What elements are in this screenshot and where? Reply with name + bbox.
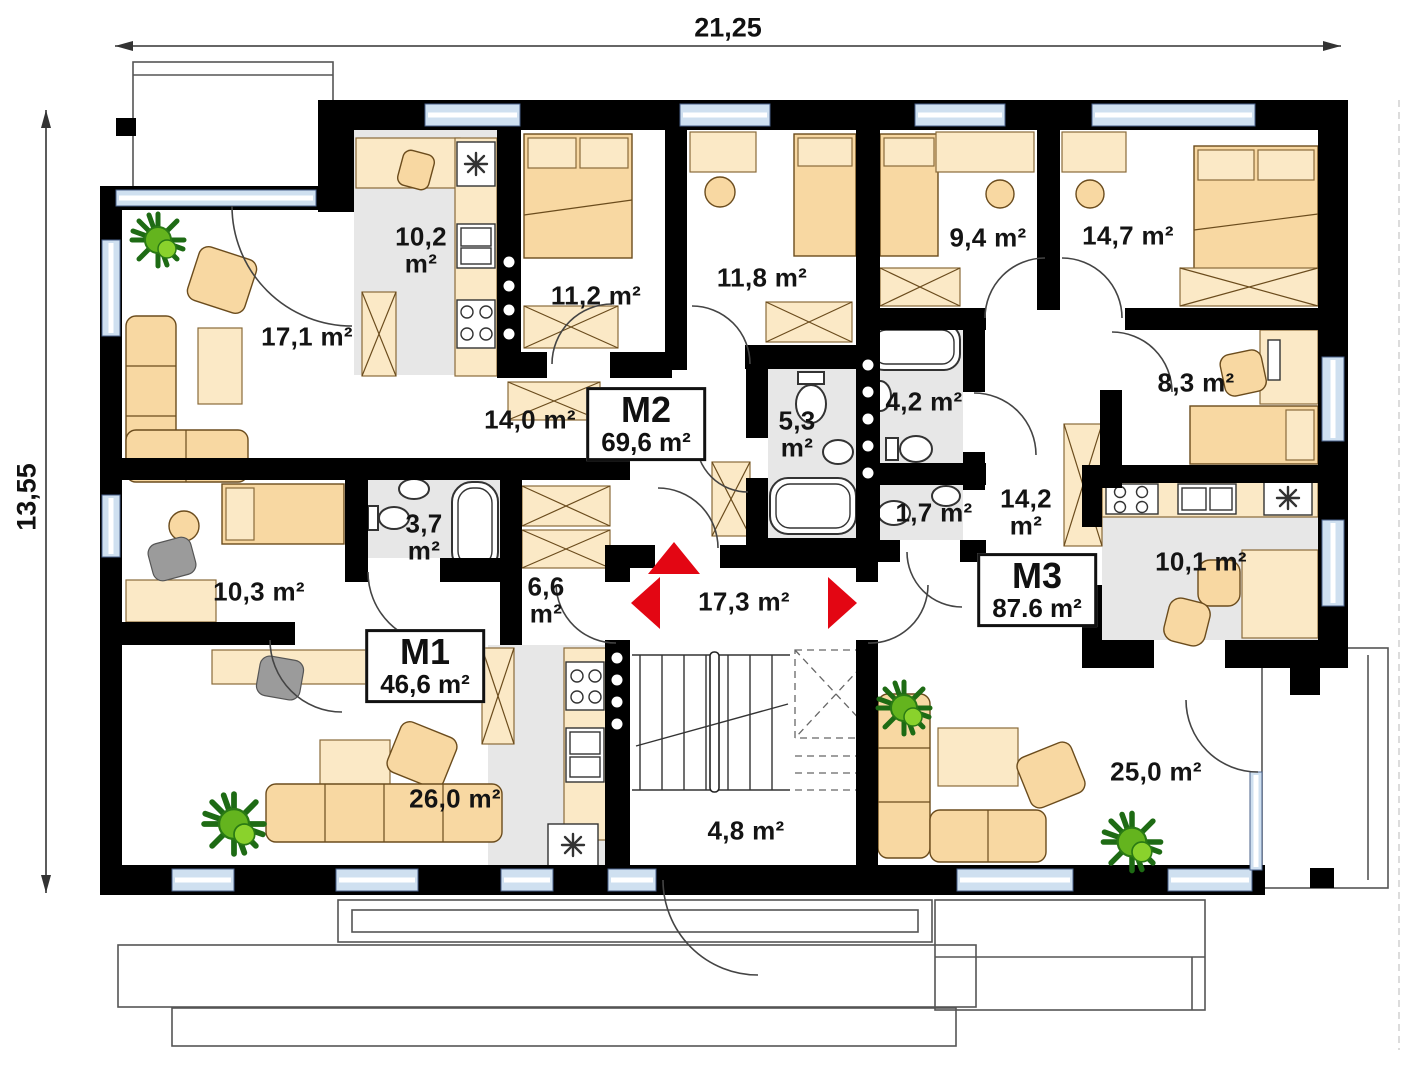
arrow-left-icon <box>631 577 660 629</box>
furniture-living-m1 <box>211 649 503 843</box>
apartment-area-m3: 87.6 m² <box>992 592 1082 623</box>
room-label-vestibule: 4,8 m² <box>707 815 785 846</box>
furniture-bedroom1-m3 <box>879 131 1035 307</box>
furniture-bedroom-m1 <box>125 483 345 623</box>
apartment-area-m2: 69,6 m² <box>601 426 691 457</box>
room-label-hall-m3: 14,2 m² <box>1000 483 1052 540</box>
room-label-kitchen-m3: 10,1 m² <box>1155 546 1247 577</box>
room-label-bathroom-m3: 4,2 m² <box>885 386 963 417</box>
furniture-kitchen-m3 <box>1101 480 1319 647</box>
furniture-bedroom1-m2 <box>523 133 633 349</box>
windows <box>101 103 1345 892</box>
room-label-bedroom2-m2: 11,8 m² <box>716 262 808 293</box>
room-label-living-m3: 25,0 m² <box>1110 756 1202 787</box>
dimension-top: 21,25 <box>694 12 762 43</box>
room-label-wc-m3: 1,7 m² <box>895 497 973 528</box>
room-label-hall-m2: 14,0 m² <box>484 404 576 435</box>
room-label-bedroom1-m2: 11,2 m² <box>550 280 642 311</box>
apartment-id-m2: M2 <box>620 389 672 431</box>
room-label-living-m1: 26,0 m² <box>409 783 501 814</box>
furniture-bedroom2-m2 <box>689 131 857 343</box>
furniture-bedroom2-m3 <box>1061 131 1319 307</box>
furniture-living-m2 <box>125 246 258 483</box>
room-label-bedroom3-m3: 8,3 m² <box>1157 367 1235 398</box>
wall-shelf-dots <box>503 256 874 730</box>
arrow-up-icon <box>648 542 700 574</box>
room-label-entrance-hall: 17,3 m² <box>698 586 790 617</box>
room-label-hall-m1: 6,6 m² <box>527 571 565 628</box>
dimension-left: 13,55 <box>11 463 42 531</box>
apartment-area-m1: 46,6 m² <box>380 668 470 699</box>
entrance-arrows <box>631 542 857 629</box>
apartment-id-m1: M1 <box>399 631 451 673</box>
doors <box>231 205 1259 976</box>
room-label-bedroom-m1: 10,3 m² <box>213 576 305 607</box>
apartment-label-m3: M3 87.6 m² <box>977 553 1097 627</box>
furniture-bedroom3-m3 <box>1189 329 1319 465</box>
room-label-bedroom2-m3: 14,7 m² <box>1082 220 1174 251</box>
furniture-kitchen-m2 <box>355 137 498 377</box>
furniture-kitchen-m1 <box>481 647 607 867</box>
furniture-living-m3 <box>877 693 1086 863</box>
room-label-kitchen-m2: 10,2 m² <box>395 221 447 278</box>
dimension-lines <box>41 41 1341 893</box>
apartment-id-m3: M3 <box>1011 555 1063 597</box>
staircase <box>632 649 878 793</box>
arrow-right-icon <box>828 577 857 629</box>
room-label-bedroom1-m3: 9,4 m² <box>949 222 1027 253</box>
room-label-bathroom-m1: 3,7 m² <box>405 508 443 565</box>
bathroom-fixtures <box>367 323 961 573</box>
room-label-living-m2: 17,1 m² <box>261 321 353 352</box>
apartment-label-m1: M1 46,6 m² <box>365 629 485 703</box>
apartment-label-m2: M2 69,6 m² <box>586 387 706 461</box>
room-label-bathroom-m2: 5,3 m² <box>778 405 816 462</box>
